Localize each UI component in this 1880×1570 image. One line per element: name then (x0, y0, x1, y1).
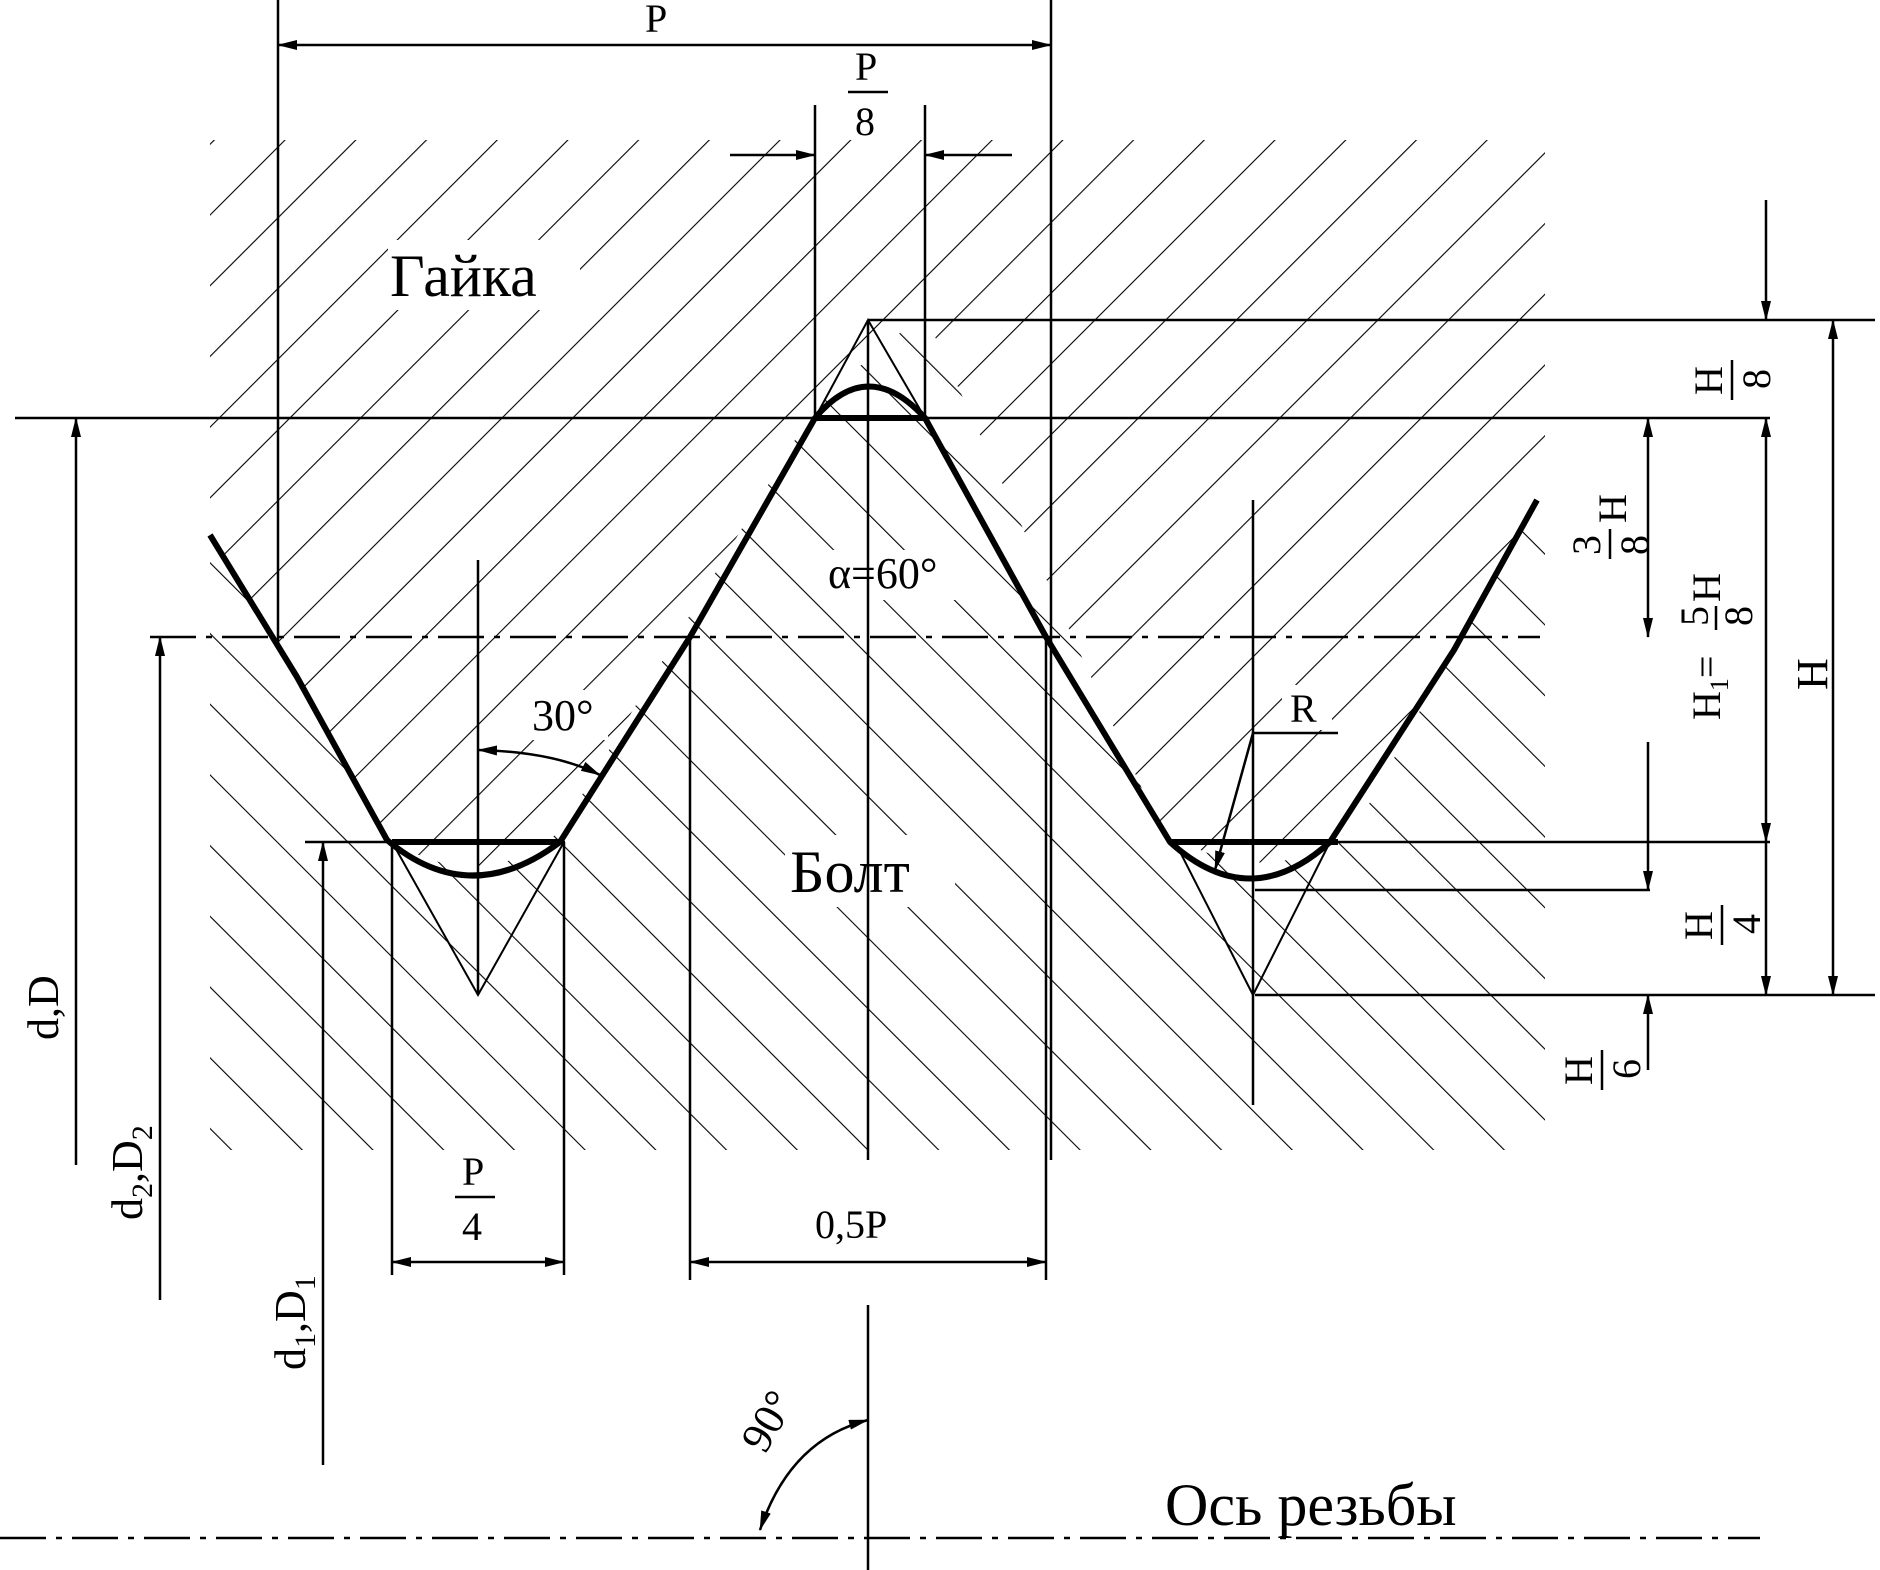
radius-label: R (1290, 686, 1317, 731)
radius-leader (1213, 731, 1338, 871)
flank-angle-arc (477, 745, 601, 777)
svg-text:d2,D2: d2,D2 (103, 1125, 159, 1220)
thread-axis-label: Ось резьбы (1165, 1472, 1457, 1538)
svg-text:H: H (1788, 658, 1837, 690)
svg-text:4: 4 (462, 1204, 482, 1249)
svg-text:90°: 90° (731, 1382, 804, 1460)
bolt-label-bg (785, 835, 955, 907)
sharp-crest-triangle (814, 317, 926, 419)
d-major-label: d,D (19, 975, 68, 1040)
svg-text:8: 8 (1612, 535, 1657, 555)
svg-text:H: H (1686, 366, 1731, 395)
h6-fraction: H 6 (1556, 1050, 1649, 1090)
h-label: H (1788, 658, 1837, 690)
svg-text:3: 3 (1564, 535, 1609, 555)
svg-text:4: 4 (1724, 914, 1769, 934)
axis-angle-arc (758, 1418, 869, 1531)
h1-fraction: H1= 5 8 H (1672, 573, 1761, 720)
h38-fraction: 3 8 H (1564, 494, 1657, 559)
svg-text:5: 5 (1672, 606, 1717, 626)
svg-text:8: 8 (1716, 606, 1761, 626)
d-minor-label: d1,D1 (266, 1275, 322, 1370)
p8-fraction: P 8 (848, 44, 888, 144)
flank-angle-label: 30° (532, 691, 594, 740)
svg-text:H: H (1684, 573, 1729, 602)
angle-label-bg (825, 550, 965, 600)
flank-label-bg (528, 690, 608, 740)
thread-profile-outline (207, 383, 1540, 882)
svg-text:8: 8 (855, 99, 875, 144)
pitch-label: P (645, 0, 667, 41)
svg-text:H: H (1590, 494, 1635, 523)
svg-text:d,D: d,D (19, 975, 68, 1040)
bolt-label: Болт (790, 839, 910, 905)
half-pitch-label: 0,5P (815, 1202, 887, 1247)
sharp-root-triangle-left (391, 841, 565, 998)
svg-text:P: P (462, 1149, 484, 1194)
d-pitch-label: d2,D2 (103, 1125, 159, 1220)
axis-angle-label: 90° (731, 1382, 804, 1460)
svg-text:H: H (1556, 1056, 1601, 1085)
p4-fraction: P 4 (455, 1149, 495, 1249)
radius-label-bg (1282, 685, 1332, 730)
nut-label-bg (388, 240, 580, 310)
svg-text:H1=: H1= (1684, 656, 1734, 720)
svg-text:6: 6 (1604, 1059, 1649, 1079)
svg-text:8: 8 (1734, 369, 1779, 389)
svg-text:d1,D1: d1,D1 (266, 1275, 322, 1370)
h4-fraction: H 4 (1676, 905, 1769, 945)
h8-fraction: H 8 (1686, 360, 1779, 400)
thread-angle-label: α=60° (828, 549, 937, 598)
svg-text:H: H (1676, 911, 1721, 940)
sharp-root-triangle-right (1174, 841, 1331, 998)
svg-text:P: P (855, 44, 877, 89)
nut-label: Гайка (390, 243, 537, 309)
